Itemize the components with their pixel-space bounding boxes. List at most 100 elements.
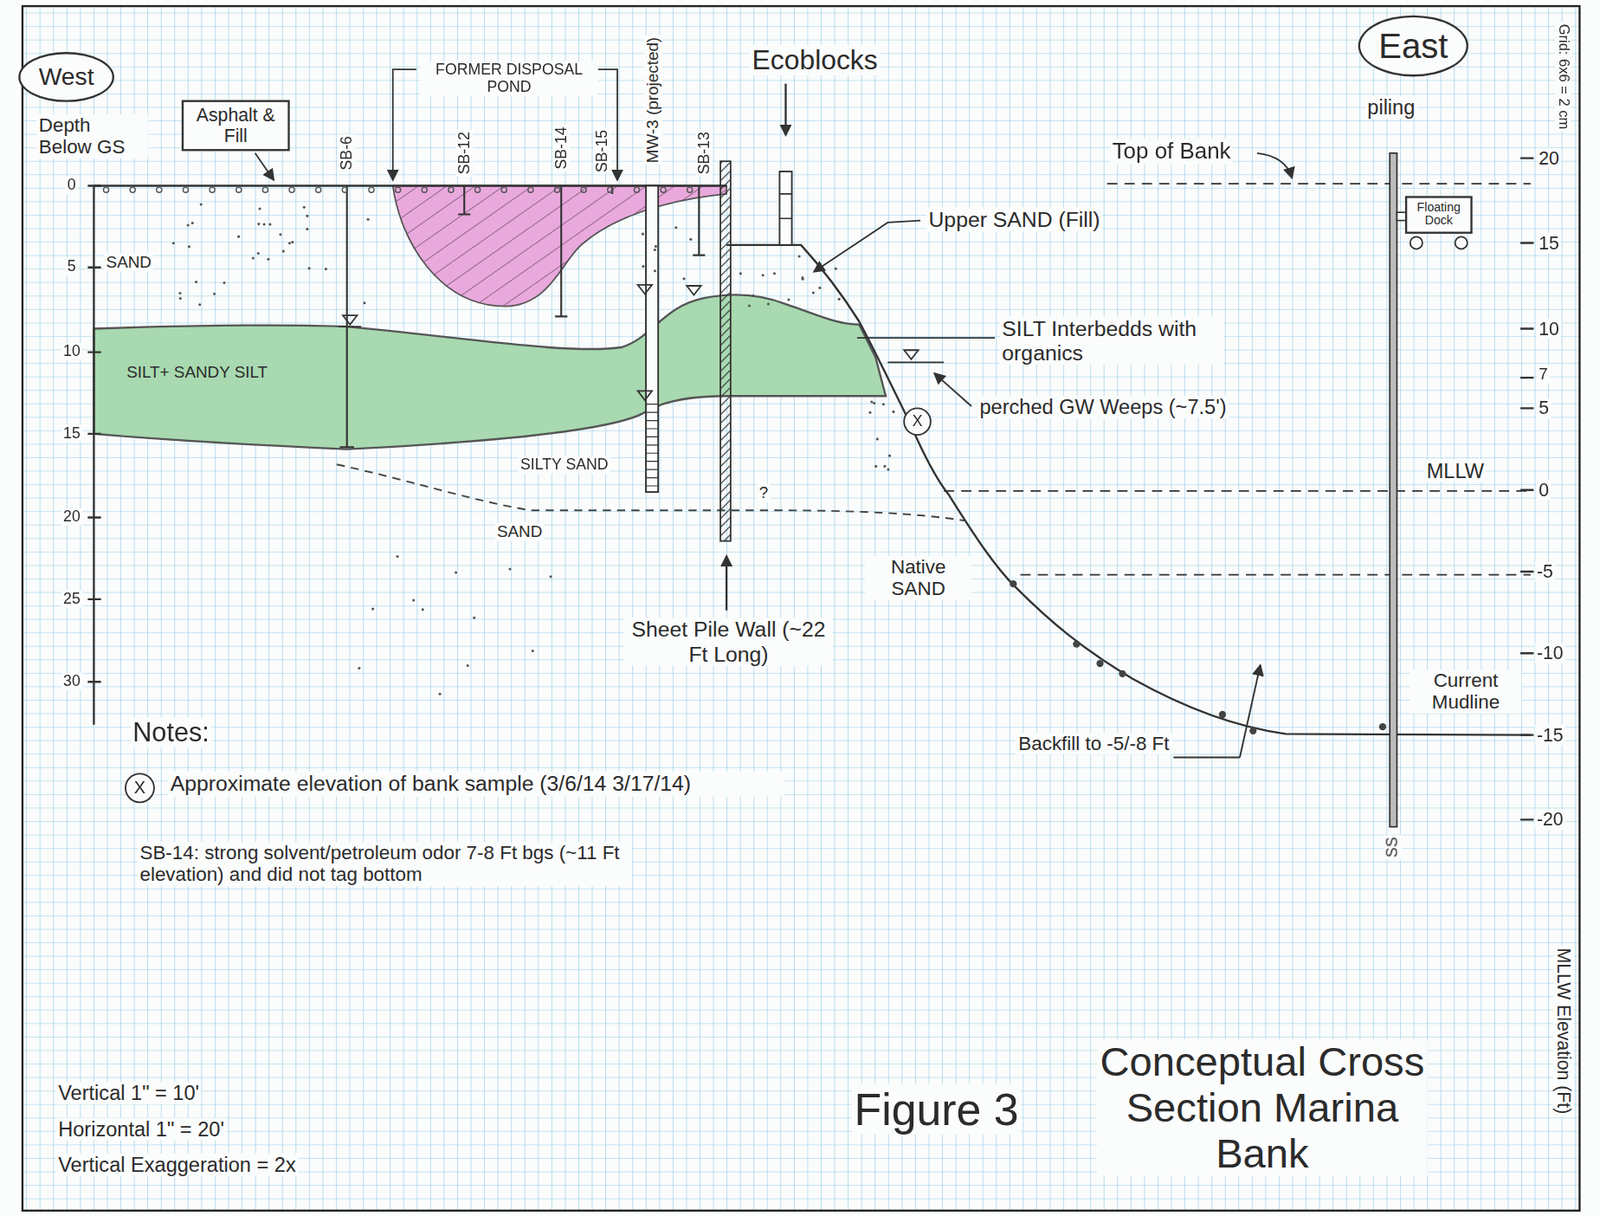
sand-speckle	[305, 227, 309, 231]
direction-ellipse: West	[18, 51, 115, 103]
elevation-tick: -5	[1535, 561, 1556, 582]
sand-speckle	[812, 291, 815, 295]
sand-speckle	[303, 206, 306, 209]
sand-speckle	[421, 607, 425, 611]
fill-pebble	[236, 187, 242, 193]
axis-title: Depth Below GS	[36, 114, 148, 158]
sand-speckle	[237, 235, 240, 239]
fill-pebble	[475, 187, 481, 193]
fill-pebble	[209, 187, 215, 193]
drawing-stroke	[1257, 153, 1292, 178]
callout-box: Asphalt & Fill	[181, 99, 291, 151]
elevation-tick: 10	[1536, 318, 1562, 340]
fill-pebble	[129, 187, 136, 193]
drawing-stroke	[125, 773, 155, 802]
boring-label: SB-15	[593, 127, 611, 175]
sand-speckle	[412, 598, 415, 601]
sand-speckle	[357, 666, 361, 670]
sand-speckle	[178, 291, 181, 295]
boring-label: SB-6	[338, 134, 356, 173]
sand-speckle	[257, 251, 260, 255]
sand-speckle	[874, 464, 878, 468]
drawing-stroke	[720, 161, 731, 541]
drawing-stroke	[1020, 574, 1531, 576]
drawing-stroke	[645, 185, 659, 492]
sand-speckle	[194, 280, 198, 284]
drawing-stroke	[338, 325, 362, 328]
boring-label: SB-13	[695, 129, 713, 177]
backfill-label: Backfill to -5/-8 Ft	[1015, 732, 1173, 755]
sand-speckle	[834, 267, 838, 271]
sand-speckle	[748, 303, 751, 307]
drawing-stroke	[1520, 158, 1534, 820]
sand-speckle	[653, 269, 657, 272]
grid-note: Grid: 6x6 = 2 cm	[1554, 21, 1571, 131]
fill-pebble	[633, 187, 639, 193]
drawing-stroke	[1455, 236, 1468, 249]
drawing-stroke	[645, 404, 659, 486]
depth-tick: 5	[64, 258, 78, 276]
drawing-stroke	[1009, 580, 1017, 588]
drawing-stroke	[342, 315, 357, 325]
sand-speckle	[653, 248, 657, 252]
sample-marker: X	[131, 778, 148, 798]
datum-label: Current Mudline	[1410, 669, 1522, 713]
fill-pebble	[607, 187, 613, 193]
note-text: SB-14: strong solvent/petroleum odor 7-8…	[137, 841, 632, 885]
elevation-tick: -10	[1535, 642, 1566, 664]
elevation-tick: 15	[1536, 232, 1562, 254]
elevation-tick: 7	[1536, 365, 1550, 384]
drawing-stroke	[857, 336, 995, 339]
drawing-stroke	[903, 407, 931, 435]
sand-speckle	[187, 223, 190, 226]
direction-ellipse: East	[1358, 15, 1469, 78]
drawing-stroke	[935, 373, 972, 407]
sand-speckle	[305, 214, 309, 218]
sand-speckle	[883, 464, 886, 468]
sand-speckle	[172, 241, 175, 245]
fill-pebble	[554, 187, 560, 193]
fill-pebble	[368, 187, 375, 193]
sand-speckle	[282, 250, 285, 253]
drawing-stroke	[887, 361, 944, 364]
fill-pebble	[395, 187, 401, 193]
sand-speckle	[367, 218, 370, 221]
elevation-tick: -15	[1535, 724, 1566, 746]
sand-speckle	[872, 401, 876, 405]
fill-pebble	[421, 187, 427, 193]
elevation-tick: 20	[1536, 148, 1562, 169]
fill-pebble	[156, 187, 162, 193]
soil-label: Upper SAND (Fill)	[926, 206, 1103, 232]
sand-speckle	[870, 400, 873, 403]
floating-dock: Floating Dock	[1405, 195, 1473, 233]
drawing-stroke	[1219, 710, 1226, 718]
drawing-stroke	[1072, 640, 1080, 648]
sand-speckle	[198, 303, 201, 306]
structure-label: Sheet Pile Wall (~22 Ft Long)	[624, 617, 833, 665]
sand-speckle	[767, 302, 770, 305]
fill-pebble	[103, 187, 110, 193]
datum-label: MLLW	[1424, 458, 1486, 482]
drawing-stroke	[726, 245, 1531, 736]
drawing-stroke	[22, 6, 1580, 1211]
notes-heading: Notes:	[130, 717, 212, 748]
sand-speckle	[191, 221, 194, 225]
feature-label: Ecoblocks	[749, 45, 880, 77]
pond-label: FORMER DISPOSAL POND	[420, 61, 599, 97]
sand-speckle	[773, 271, 776, 275]
sand-speckle	[886, 467, 890, 471]
fill-pebble	[687, 187, 693, 193]
drawing-stroke	[1107, 182, 1531, 185]
drawing-stroke	[1379, 722, 1387, 730]
sand-speckle	[362, 301, 366, 304]
sand-speckle	[739, 271, 742, 275]
sand-speckle	[266, 258, 270, 261]
fill-pebble	[262, 187, 268, 193]
drawing-stroke	[686, 285, 702, 296]
soil-label: Native SAND	[864, 555, 972, 600]
elevation-tick: 5	[1536, 398, 1552, 420]
drawing-stroke	[93, 294, 886, 449]
elevation-tick: 0	[1536, 479, 1552, 501]
groundwater-label: perched GW Weeps (~7.5')	[977, 395, 1229, 419]
